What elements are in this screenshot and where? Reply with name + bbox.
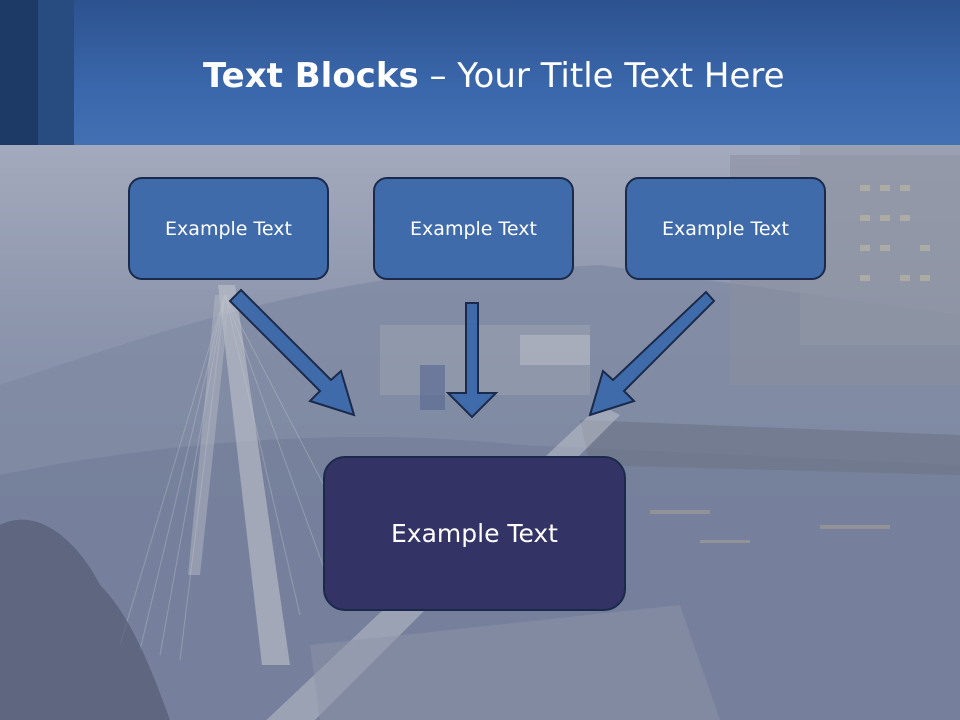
slide-title-bold: Text Blocks [203,56,419,96]
text-block-3[interactable]: Example Text [625,177,826,280]
slide-title-rest: – Your Title Text Here [418,56,785,96]
center-text-block[interactable]: Example Text [323,456,626,611]
text-block-3-label: Example Text [662,217,789,240]
text-block-1[interactable]: Example Text [128,177,329,280]
text-block-2-label: Example Text [410,217,537,240]
slide-title: Text Blocks – Your Title Text Here [203,52,785,100]
header-stripe-mid [38,0,74,145]
center-text-block-label: Example Text [391,519,558,548]
header-stripe-dark [0,0,38,145]
slide-header: Text Blocks – Your Title Text Here [0,0,960,145]
arrow-left-diagonal [228,288,356,417]
text-block-1-label: Example Text [165,217,292,240]
arrow-right-diagonal [588,290,716,417]
text-block-2[interactable]: Example Text [373,177,574,280]
arrow-center-down [445,302,499,419]
